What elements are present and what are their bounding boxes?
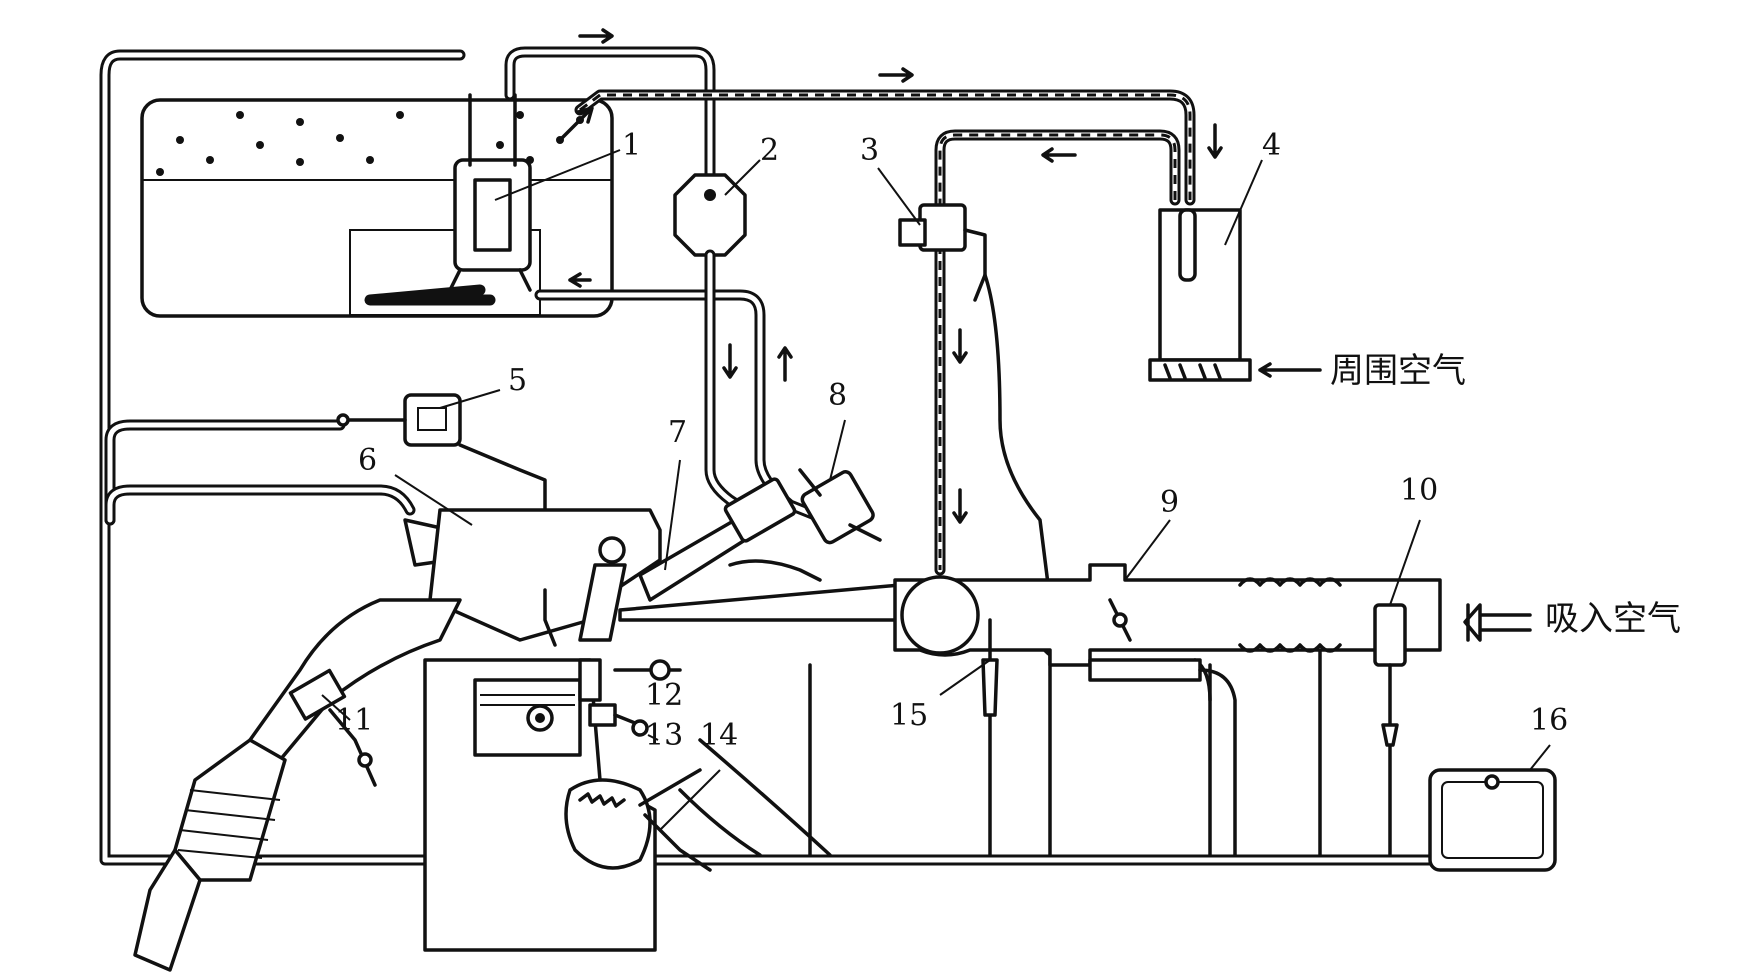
label-12: 12 bbox=[645, 678, 683, 713]
intake-pipe bbox=[893, 563, 1442, 857]
arrow-up-icon bbox=[777, 346, 793, 382]
label-intake-air: 吸入空气 bbox=[1545, 599, 1681, 639]
exhaust-pipe bbox=[133, 598, 462, 972]
arrow-down-icon bbox=[952, 488, 968, 524]
sensor-13-head bbox=[631, 719, 649, 737]
arrow-left-icon bbox=[568, 272, 592, 288]
label-11: 11 bbox=[335, 703, 373, 738]
label-5: 5 bbox=[508, 363, 527, 398]
intake-arrow-icon bbox=[1463, 603, 1532, 642]
evap-vapor-line bbox=[558, 89, 1196, 576]
label-1: 1 bbox=[622, 128, 641, 163]
label-3: 3 bbox=[860, 133, 879, 168]
label-15: 15 bbox=[890, 698, 928, 733]
label-13: 13 bbox=[645, 718, 683, 753]
ecu-16 bbox=[1428, 768, 1557, 872]
label-9: 9 bbox=[1160, 485, 1179, 520]
fuel-injector bbox=[638, 477, 797, 602]
canister-purge-valve bbox=[898, 203, 1052, 602]
label-4: 4 bbox=[1262, 128, 1281, 163]
fuel-filter bbox=[673, 173, 747, 257]
label-7: 7 bbox=[668, 415, 687, 450]
arrow-down-icon bbox=[952, 328, 968, 364]
carbon-canister bbox=[1148, 208, 1252, 382]
fuel-return-line bbox=[534, 289, 846, 531]
arrow-left-icon bbox=[1258, 362, 1322, 378]
arrow-right-icon bbox=[878, 67, 914, 83]
fuel-tank bbox=[140, 98, 614, 318]
engine-cylinder bbox=[423, 658, 657, 952]
label-16: 16 bbox=[1530, 703, 1568, 738]
label-6: 6 bbox=[358, 443, 377, 478]
label-2: 2 bbox=[760, 133, 779, 168]
leader-lines bbox=[321, 149, 1551, 831]
sensor-5 bbox=[336, 393, 547, 592]
ignition-coil bbox=[543, 536, 627, 647]
sensor-15 bbox=[981, 618, 999, 717]
lambda-sensor-11 bbox=[288, 668, 377, 787]
fuel-pump bbox=[364, 93, 532, 306]
label-8: 8 bbox=[828, 378, 847, 413]
arrow-right-icon bbox=[578, 28, 614, 44]
label-10: 10 bbox=[1400, 473, 1438, 508]
arrow-down-icon bbox=[722, 343, 738, 379]
label-14: 14 bbox=[700, 718, 738, 753]
label-ambient-air: 周围空气 bbox=[1330, 351, 1466, 391]
air-flow-sensor-10 bbox=[1373, 603, 1407, 747]
arrow-diagonal-icon bbox=[558, 106, 594, 142]
crank-trigger-wheel bbox=[564, 738, 832, 872]
arrow-left-icon bbox=[1041, 147, 1077, 163]
sensor-12-head bbox=[649, 659, 671, 681]
arrow-down-icon bbox=[1207, 123, 1223, 159]
pressure-regulator-8 bbox=[798, 468, 882, 545]
